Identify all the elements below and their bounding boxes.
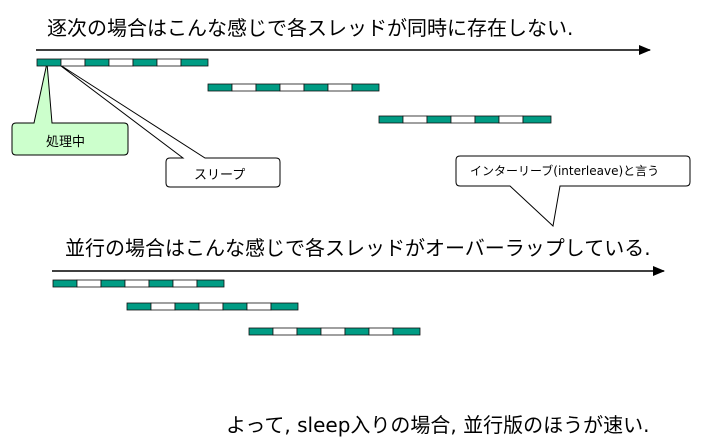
- processing-callout-label: 処理中: [46, 135, 86, 150]
- sleep-segment: [150, 302, 176, 311]
- sleep-segment: [156, 58, 182, 67]
- sleep-segment: [60, 58, 86, 67]
- sleep-segment: [124, 279, 150, 288]
- processing-segment: [522, 115, 552, 124]
- interleave-callout-label: インターリーブ(interleave)と言う: [470, 164, 660, 178]
- processing-segment: [378, 115, 404, 124]
- processing-segment: [255, 83, 281, 92]
- sleep-segment: [272, 327, 298, 336]
- sleep-segment: [450, 115, 476, 124]
- sleep-segment: [498, 115, 524, 124]
- processing-segment: [303, 83, 329, 92]
- processing-segment: [351, 83, 380, 92]
- processing-segment: [180, 58, 209, 67]
- interleave-callout-shape: [455, 155, 691, 227]
- processing-segment: [84, 58, 110, 67]
- processing-callout-shape: [11, 62, 129, 156]
- processing-segment: [36, 58, 62, 67]
- processing-segment: [248, 327, 274, 336]
- conclusion-text: よって, sleep入りの場合, 並行版のほうが速い.: [226, 413, 650, 437]
- processing-segment: [207, 83, 233, 92]
- sequential-heading: 逐次の場合はこんな感じで各スレッドが同時に存在しない.: [47, 16, 574, 40]
- processing-segment: [148, 279, 174, 288]
- sleep-segment: [320, 327, 346, 336]
- processing-segment: [392, 327, 421, 336]
- processing-segment: [426, 115, 452, 124]
- sleep-segment: [368, 327, 394, 336]
- processing-segment: [296, 327, 322, 336]
- processing-segment: [222, 302, 248, 311]
- sleep-segment: [76, 279, 102, 288]
- sleep-segment: [279, 83, 305, 92]
- processing-segment: [52, 279, 78, 288]
- parallel-heading: 並行の場合はこんな感じで各スレッドがオーバーラップしている.: [65, 236, 651, 260]
- sleep-segment: [108, 58, 134, 67]
- sleep-callout-label: スリープ: [194, 168, 246, 183]
- sequential-thread-1-bar: [36, 58, 209, 67]
- sequential-thread-2-bar: [207, 83, 380, 92]
- sleep-segment: [172, 279, 198, 288]
- processing-segment: [132, 58, 158, 67]
- sleep-segment: [402, 115, 428, 124]
- processing-segment: [474, 115, 500, 124]
- sleep-callout-shape: [56, 62, 281, 188]
- parallel-thread-2-bar: [126, 302, 299, 311]
- sleep-segment: [246, 302, 272, 311]
- sleep-segment: [327, 83, 353, 92]
- parallel-thread-1-bar: [52, 279, 225, 288]
- processing-segment: [196, 279, 225, 288]
- sleep-segment: [231, 83, 257, 92]
- sleep-segment: [198, 302, 224, 311]
- processing-segment: [100, 279, 126, 288]
- sequential-thread-3-bar: [378, 115, 552, 124]
- processing-segment: [270, 302, 299, 311]
- processing-segment: [174, 302, 200, 311]
- processing-segment: [126, 302, 152, 311]
- parallel-thread-3-bar: [248, 327, 421, 336]
- processing-segment: [344, 327, 370, 336]
